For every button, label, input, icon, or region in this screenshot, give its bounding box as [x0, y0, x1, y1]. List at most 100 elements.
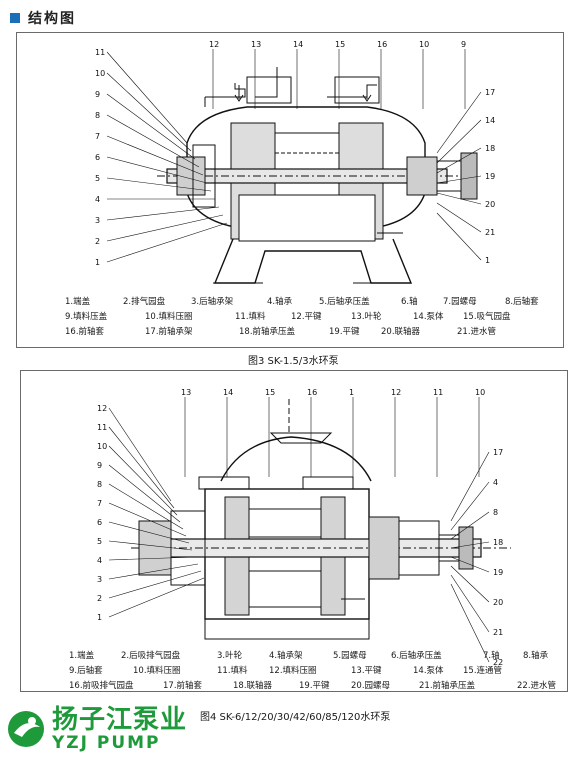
- legend-item: 18.联轴器: [233, 681, 273, 691]
- callout-number: 12: [209, 40, 219, 49]
- legend-item: 18.前轴承压盖: [239, 327, 296, 337]
- fig4-parts-legend: 1.端盖 2.后吸排气园盘 3.叶轮 4.轴承架 5.园螺母 6.后轴承压盖 7…: [69, 649, 559, 697]
- callout-number: 14: [293, 40, 303, 49]
- callout-number: 19: [485, 172, 495, 181]
- legend-item: 6.后轴承压盖: [391, 651, 442, 661]
- callout-number: 4: [493, 478, 498, 487]
- callout-leader-line: [450, 574, 490, 633]
- callout-number: 18: [485, 144, 495, 153]
- callout-number: 4: [97, 556, 102, 565]
- callout-leader-line: [450, 541, 490, 549]
- legend-item: 21.进水管: [457, 327, 497, 337]
- callout-number: 1: [97, 613, 102, 622]
- legend-item: 7.轴: [483, 651, 500, 661]
- callout-leader-line: [450, 481, 490, 531]
- callout-number: 17: [485, 88, 495, 97]
- callout-number: 10: [95, 69, 105, 78]
- brand-emblem-icon: [8, 711, 44, 747]
- callout-number: 2: [95, 237, 100, 246]
- legend-item: 20.园螺母: [351, 681, 391, 691]
- legend-item: 10.填料压圈: [133, 666, 181, 676]
- brand-logo: 扬子江泵业 YZJ PUMP: [6, 706, 187, 752]
- callout-leader-line: [450, 511, 490, 540]
- callout-leader-line: [106, 206, 220, 221]
- callout-leader-line: [108, 426, 175, 509]
- callout-leader-line: [436, 147, 482, 174]
- callout-number: 8: [95, 111, 100, 120]
- callout-number: 3: [97, 575, 102, 584]
- callout-leader-line: [436, 192, 482, 205]
- fig4-caption: 图4 SK-6/12/20/30/42/60/85/120水环泵: [200, 712, 391, 723]
- legend-item: 4.轴承架: [269, 651, 303, 661]
- callout-number: 4: [95, 195, 100, 204]
- callout-number: 9: [95, 90, 100, 99]
- brand-name-en: YZJ PUMP: [52, 733, 161, 753]
- callout-number: 16: [307, 388, 317, 397]
- callout-number: 5: [97, 537, 102, 546]
- legend-item: 11.填料: [217, 666, 248, 676]
- legend-item: 12.平键: [291, 312, 322, 322]
- callout-leader-line: [106, 72, 192, 152]
- callout-leader-line: [108, 577, 205, 618]
- legend-item: 13.叶轮: [351, 312, 382, 322]
- legend-item: 15.连通管: [463, 666, 503, 676]
- legend-item: 14.泵体: [413, 666, 444, 676]
- callout-number: 11: [97, 423, 107, 432]
- brand-text-block: 扬子江泵业 YZJ PUMP: [52, 706, 187, 752]
- callout-leader-line: [106, 51, 188, 144]
- callout-leader-line: [106, 156, 208, 184]
- callout-leader-line: [106, 222, 228, 263]
- callout-number: 16: [377, 40, 387, 49]
- legend-item: 1.端盖: [69, 651, 95, 661]
- legend-item: 17.前轴套: [163, 681, 203, 691]
- callout-leader-line: [108, 502, 187, 537]
- legend-item: 22.进水管: [517, 681, 557, 691]
- callout-number: 7: [97, 499, 102, 508]
- callout-number: 2: [97, 594, 102, 603]
- callout-number: 19: [493, 568, 503, 577]
- callout-number: 6: [95, 153, 100, 162]
- callout-leader-line: [450, 451, 490, 522]
- legend-item: 10.填料压圈: [145, 312, 193, 322]
- page-title: 结构图: [28, 11, 76, 27]
- callout-number: 6: [97, 518, 102, 527]
- callout-number: 11: [433, 388, 443, 397]
- legend-item: 8.轴承: [523, 651, 549, 661]
- legend-item: 8.后轴套: [505, 297, 539, 307]
- brand-name-cn: 扬子江泵业: [52, 705, 188, 735]
- callout-leader-line: [106, 214, 224, 242]
- callout-number: 22: [493, 658, 503, 667]
- callout-leader-line: [108, 464, 181, 523]
- callout-number: 15: [265, 388, 275, 397]
- callout-leader-line: [108, 483, 184, 530]
- callout-number: 5: [95, 174, 100, 183]
- callout-number: 21: [485, 228, 495, 237]
- callout-number: 1: [95, 258, 100, 267]
- callout-leader-line: [108, 563, 199, 580]
- callout-leader-line: [108, 540, 193, 551]
- legend-item: 2.后吸排气园盘: [121, 651, 181, 661]
- callout-leader-line: [108, 445, 178, 516]
- callout-leader-line: [106, 93, 196, 160]
- callout-leader-line: [450, 583, 490, 663]
- callout-number: 13: [181, 388, 191, 397]
- legend-item: 5.后轴承压盖: [319, 297, 370, 307]
- legend-item: 17.前轴承架: [145, 327, 193, 337]
- callout-leader-line: [108, 407, 172, 502]
- callout-number: 1: [485, 256, 490, 265]
- legend-item: 3.叶轮: [217, 651, 243, 661]
- callout-number: 14: [223, 388, 233, 397]
- callout-number: 21: [493, 628, 503, 637]
- callout-number: 10: [419, 40, 429, 49]
- header-bullet: [10, 13, 20, 23]
- callout-leader-line: [436, 202, 482, 233]
- callout-number: 14: [485, 116, 495, 125]
- legend-item: 2.排气园盘: [123, 297, 166, 307]
- callout-leader-line: [436, 175, 482, 184]
- callout-leader-line: [106, 135, 204, 176]
- callout-leader-line: [108, 556, 196, 561]
- legend-item: 19.平键: [299, 681, 330, 691]
